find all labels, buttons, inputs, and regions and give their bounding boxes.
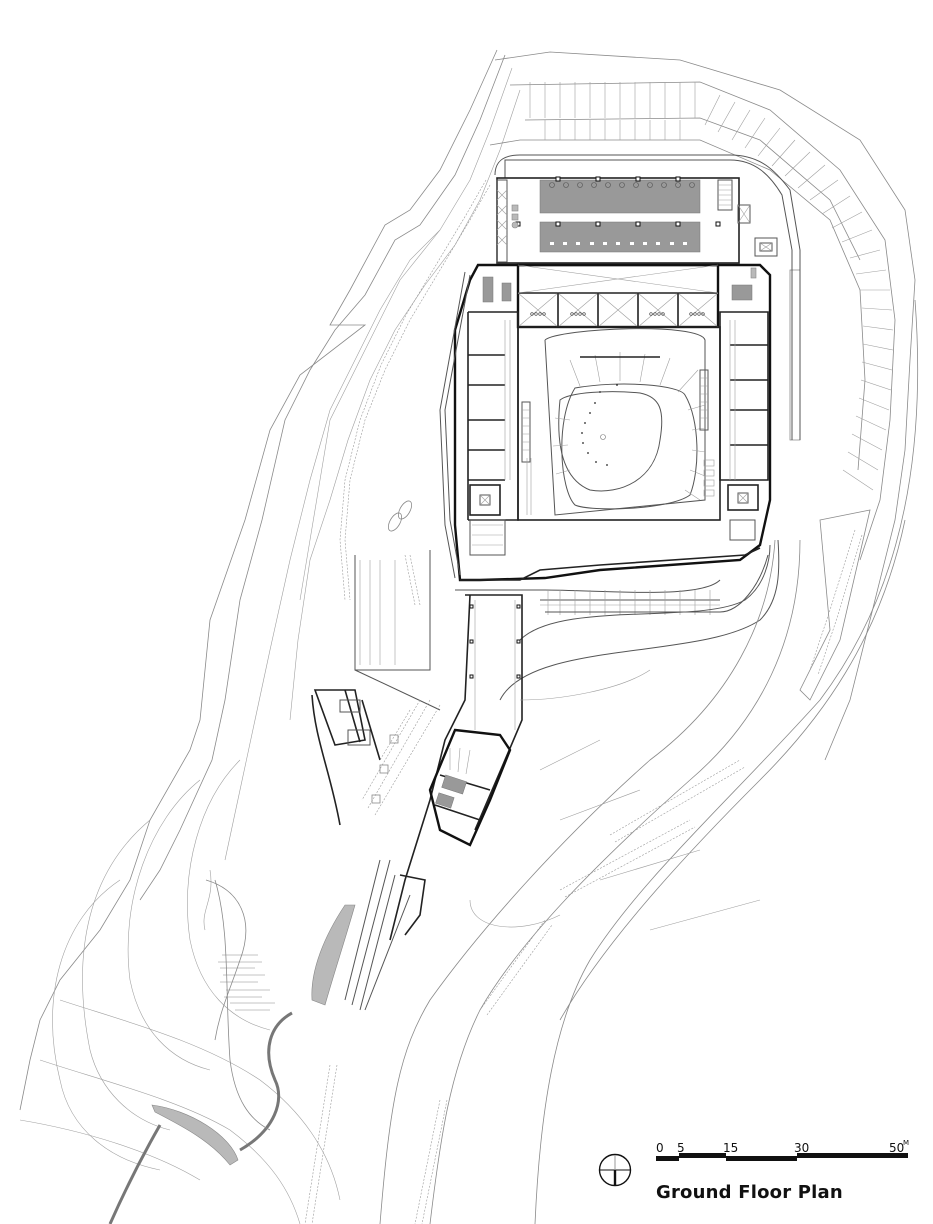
- retaining-wall-band: [339, 179, 491, 601]
- scale-unit: M: [903, 1139, 910, 1147]
- table-row-grey-1: [539, 179, 701, 214]
- north-arrow-icon: [598, 1153, 632, 1187]
- entrance-wedge: [344, 594, 523, 1011]
- table-row-grey-2: [539, 221, 701, 253]
- access-road: [304, 299, 919, 1224]
- service-road: [494, 154, 801, 440]
- scale-bar: [656, 1153, 908, 1161]
- scale-tick-50: 50: [889, 1141, 905, 1155]
- west-pavilion: [311, 500, 441, 826]
- scale-tick-30: 30: [794, 1141, 810, 1155]
- drawing-title: Ground Floor Plan: [656, 1182, 843, 1203]
- north-hall: [496, 176, 778, 264]
- landscape: [108, 869, 356, 1224]
- central-courtyard: [517, 326, 721, 521]
- parking-terraces: [489, 51, 916, 761]
- main-building: [439, 263, 772, 582]
- scale-tick-0: 0: [656, 1141, 664, 1155]
- scale-tick-5: 5: [677, 1141, 685, 1155]
- south-lobby: [455, 539, 780, 701]
- scale-tick-15: 15: [723, 1141, 739, 1155]
